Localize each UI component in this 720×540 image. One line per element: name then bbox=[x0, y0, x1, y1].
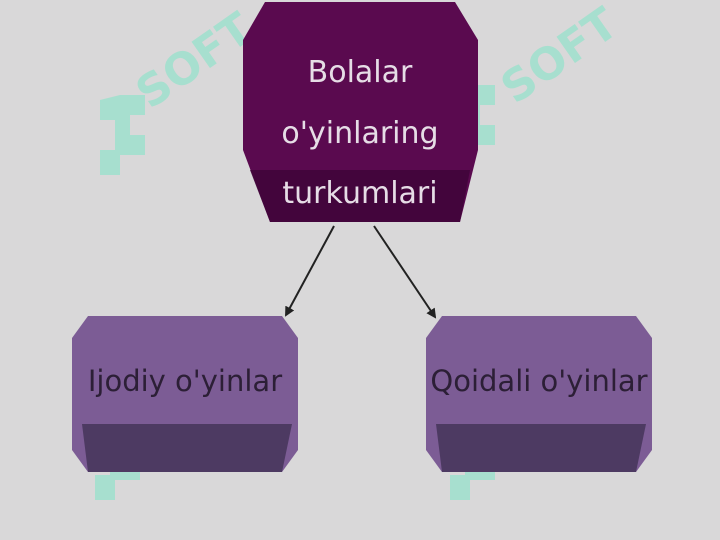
root-node-label-line-2: o'yinlaring bbox=[281, 116, 438, 151]
root-node-label-line-1: Bolalar bbox=[308, 55, 413, 90]
child-node-label: Qoidali o'yinlar bbox=[430, 364, 647, 398]
root-node: Bolalar o'yinlaring turkumlari bbox=[243, 2, 478, 222]
watermark-text: SOFT bbox=[492, 0, 627, 114]
root-node-shape bbox=[243, 2, 478, 222]
arrow-root-to-left bbox=[285, 225, 335, 317]
child-node-shade bbox=[82, 424, 292, 472]
child-node-shade bbox=[436, 424, 646, 472]
arrow-root-to-right bbox=[373, 225, 437, 319]
child-node-label: Ijodiy o'yinlar bbox=[88, 364, 282, 398]
watermark-text: SOFT bbox=[127, 3, 262, 119]
child-node-qoidali: Qoidali o'yinlar bbox=[426, 316, 652, 472]
root-node-label-line-3: turkumlari bbox=[282, 176, 437, 211]
root-node-shade bbox=[250, 170, 470, 222]
watermark-logo-icon bbox=[100, 95, 145, 175]
child-node-ijodiy: Ijodiy o'yinlar bbox=[72, 316, 298, 472]
